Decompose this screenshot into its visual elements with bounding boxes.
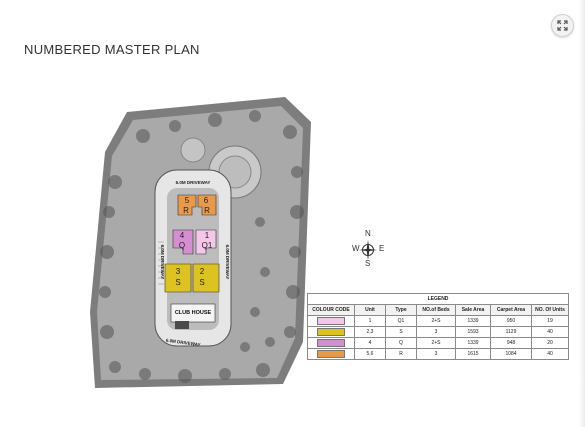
- col-beds: NO.of Beds: [416, 304, 456, 316]
- driveway-label-bottom: 6.0M DRIVEWAY: [166, 338, 201, 348]
- clubhouse-label: CLUB HOUSE: [175, 310, 212, 316]
- units-cell: 40: [531, 326, 569, 338]
- block-6-type: R: [204, 206, 210, 215]
- block-3-number: 3: [176, 267, 181, 276]
- block-4-number: 4: [180, 231, 185, 240]
- sale-area-cell: 1593: [455, 326, 491, 338]
- block-2: 2 S: [192, 263, 220, 293]
- block-3-type: S: [175, 278, 180, 287]
- sale-area-cell: 1339: [455, 315, 491, 327]
- block-2-number: 2: [200, 267, 205, 276]
- legend-header-row: COLOUR CODE Unit Type NO.of Beds Sale Ar…: [307, 304, 569, 316]
- expand-icon: [557, 20, 568, 31]
- colour-swatch: [317, 317, 345, 325]
- panel-edge-shadow: [579, 0, 585, 427]
- col-colour-code: COLOUR CODE: [307, 304, 355, 316]
- block-1-number: 1: [205, 231, 210, 240]
- beds-cell: 2+S: [416, 337, 456, 349]
- driveway-label-left: 6.0M DRIVEWAY: [160, 245, 165, 280]
- carpet-area-cell: 1129: [490, 326, 532, 338]
- unit-cell: 2,3: [354, 326, 386, 338]
- expand-button[interactable]: [551, 14, 574, 37]
- block-5: 5 R: [177, 194, 197, 216]
- block-3: 3 S: [164, 263, 192, 293]
- type-cell: Q: [385, 337, 417, 349]
- block-1: 1 Q1: [195, 229, 217, 255]
- landscape-trees: [99, 110, 304, 383]
- colour-code-cell: [307, 348, 355, 360]
- colour-swatch: [317, 350, 345, 358]
- block-6-number: 6: [204, 196, 209, 205]
- carpet-area-cell: 948: [490, 337, 532, 349]
- block-1-type: Q1: [202, 241, 213, 250]
- type-cell: S: [385, 326, 417, 338]
- colour-code-cell: [307, 315, 355, 327]
- sale-area-cell: 1339: [455, 337, 491, 349]
- col-type: Type: [385, 304, 417, 316]
- units-cell: 19: [531, 315, 569, 327]
- page-title: NUMBERED MASTER PLAN: [24, 42, 200, 57]
- block-6: 6 R: [197, 194, 217, 216]
- carpet-area-cell: 950: [490, 315, 532, 327]
- driveway-label-right: 6.0M DRIVEWAY: [225, 245, 230, 280]
- colour-swatch: [317, 339, 345, 347]
- block-5-type: R: [183, 206, 189, 215]
- unit-cell: 1: [354, 315, 386, 327]
- legend-table: LEGEND COLOUR CODE Unit Type NO.of Beds …: [307, 293, 569, 360]
- colour-code-cell: [307, 337, 355, 349]
- colour-swatch: [317, 328, 345, 336]
- compass-west: W: [352, 244, 360, 253]
- col-no-of-units: NO. Of Units: [531, 304, 569, 316]
- block-2-type: S: [199, 278, 204, 287]
- compass-south: S: [365, 259, 371, 268]
- compass-east: E: [379, 244, 385, 253]
- carpet-area-cell: 1084: [490, 348, 532, 360]
- site-plan-image: 6.0M DRIVEWAY 6.0M DRIVEWAY 6.0M DRIVEWA…: [90, 97, 311, 388]
- legend-title-row: LEGEND: [307, 293, 569, 305]
- colour-code-cell: [307, 326, 355, 338]
- block-4-type: Q: [179, 241, 185, 250]
- type-cell: R: [385, 348, 417, 360]
- compass-north: N: [365, 229, 371, 238]
- col-carpet-area: Carpet Area: [490, 304, 532, 316]
- sale-area-cell: 1615: [455, 348, 491, 360]
- legend-title: LEGEND: [307, 293, 569, 305]
- beds-cell: 3: [416, 326, 456, 338]
- driveway-label-top: 6.0M DRIVEWAY: [176, 180, 211, 185]
- units-cell: 20: [531, 337, 569, 349]
- compass-rose: N S W E: [348, 229, 388, 268]
- units-cell: 40: [531, 348, 569, 360]
- clubhouse: CLUB HOUSE: [170, 303, 216, 329]
- block-4: 4 Q: [172, 229, 194, 255]
- col-unit: Unit: [354, 304, 386, 316]
- legend: LEGEND COLOUR CODE Unit Type NO.of Beds …: [307, 293, 569, 360]
- unit-cell: 5,6: [354, 348, 386, 360]
- col-sale-area: Sale Area: [455, 304, 491, 316]
- type-cell: Q1: [385, 315, 417, 327]
- beds-cell: 3: [416, 348, 456, 360]
- compass-icon: [359, 240, 377, 260]
- beds-cell: 2+S: [416, 315, 456, 327]
- unit-cell: 4: [354, 337, 386, 349]
- block-5-number: 5: [185, 196, 190, 205]
